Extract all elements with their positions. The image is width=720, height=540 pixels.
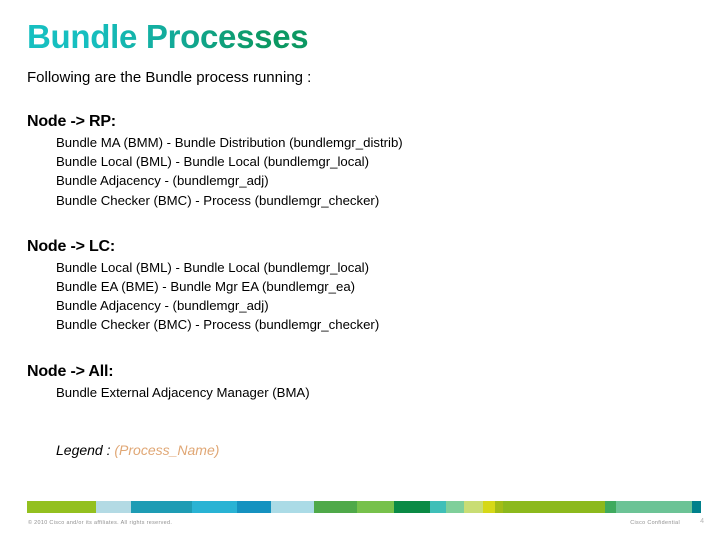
color-bar-segment	[494, 501, 504, 513]
color-bar-segment	[692, 501, 701, 513]
color-bar-segment	[503, 501, 605, 513]
list-item: Bundle Adjacency - (bundlemgr_adj)	[56, 298, 269, 314]
color-bar-segment	[236, 501, 271, 513]
spacer	[0, 335, 720, 361]
color-bar-segment	[270, 501, 315, 513]
list-item: Bundle Checker (BMC) - Process (bundlemg…	[56, 317, 380, 333]
spacer	[0, 210, 720, 236]
section-node-all: Node -> All: Bundle External Adjacency M…	[0, 361, 720, 402]
color-bar-segment	[430, 501, 447, 513]
list-item: Bundle Local (BML) - Bundle Local (bundl…	[56, 154, 370, 170]
list-item: Bundle External Adjacency Manager (BMA)	[56, 384, 310, 400]
section-node-lc: Node -> LC: Bundle Local (BML) - Bundle …	[0, 236, 720, 335]
slide-content: Following are the Bundle process running…	[0, 68, 720, 460]
list-item: Bundle Adjacency - (bundlemgr_adj)	[56, 173, 269, 189]
footer-copyright: © 2010 Cisco and/or its affiliates. All …	[28, 520, 173, 526]
section-list: Bundle Local (BML) - Bundle Local (bundl…	[27, 258, 720, 335]
list-item: Bundle EA (BME) - Bundle Mgr EA (bundlem…	[56, 279, 356, 295]
footer-confidential: Cisco Confidential	[630, 520, 680, 526]
intro-text: Following are the Bundle process running…	[27, 69, 312, 86]
legend-label: Legend :	[56, 441, 115, 458]
spacer	[0, 88, 720, 111]
color-bar-segment	[96, 501, 131, 513]
section-node-rp: Node -> RP: Bundle MA (BMM) - Bundle Dis…	[0, 111, 720, 210]
color-bar-segment	[394, 501, 431, 513]
color-bar-segment	[616, 501, 693, 513]
section-heading: Node -> All:	[27, 362, 114, 380]
color-bar-segment	[463, 501, 483, 513]
list-item: Bundle Checker (BMC) - Process (bundlemg…	[56, 192, 380, 208]
color-bar-segment	[130, 501, 192, 513]
color-bar-segment	[27, 501, 97, 513]
list-item: Bundle Local (BML) - Bundle Local (bundl…	[56, 259, 370, 275]
list-item: Bundle MA (BMM) - Bundle Distribution (b…	[56, 135, 403, 150]
color-bar-segment	[314, 501, 357, 513]
page-title: Bundle Processes	[27, 18, 309, 55]
section-list: Bundle MA (BMM) - Bundle Distribution (b…	[27, 133, 720, 210]
legend-process-name: (Process_Name)	[114, 441, 220, 458]
legend: Legend : (Process_Name)	[0, 440, 720, 460]
footer-color-bar	[27, 501, 701, 513]
color-bar-segment	[356, 501, 395, 513]
color-bar-segment	[191, 501, 237, 513]
section-heading: Node -> LC:	[27, 237, 116, 255]
color-bar-segment	[446, 501, 464, 513]
color-bar-segment	[482, 501, 495, 513]
section-heading: Node -> RP:	[27, 113, 116, 130]
footer-page-number: 4	[700, 518, 704, 525]
spacer	[0, 402, 720, 440]
section-list: Bundle External Adjacency Manager (BMA)	[27, 383, 720, 402]
color-bar-segment	[604, 501, 617, 513]
